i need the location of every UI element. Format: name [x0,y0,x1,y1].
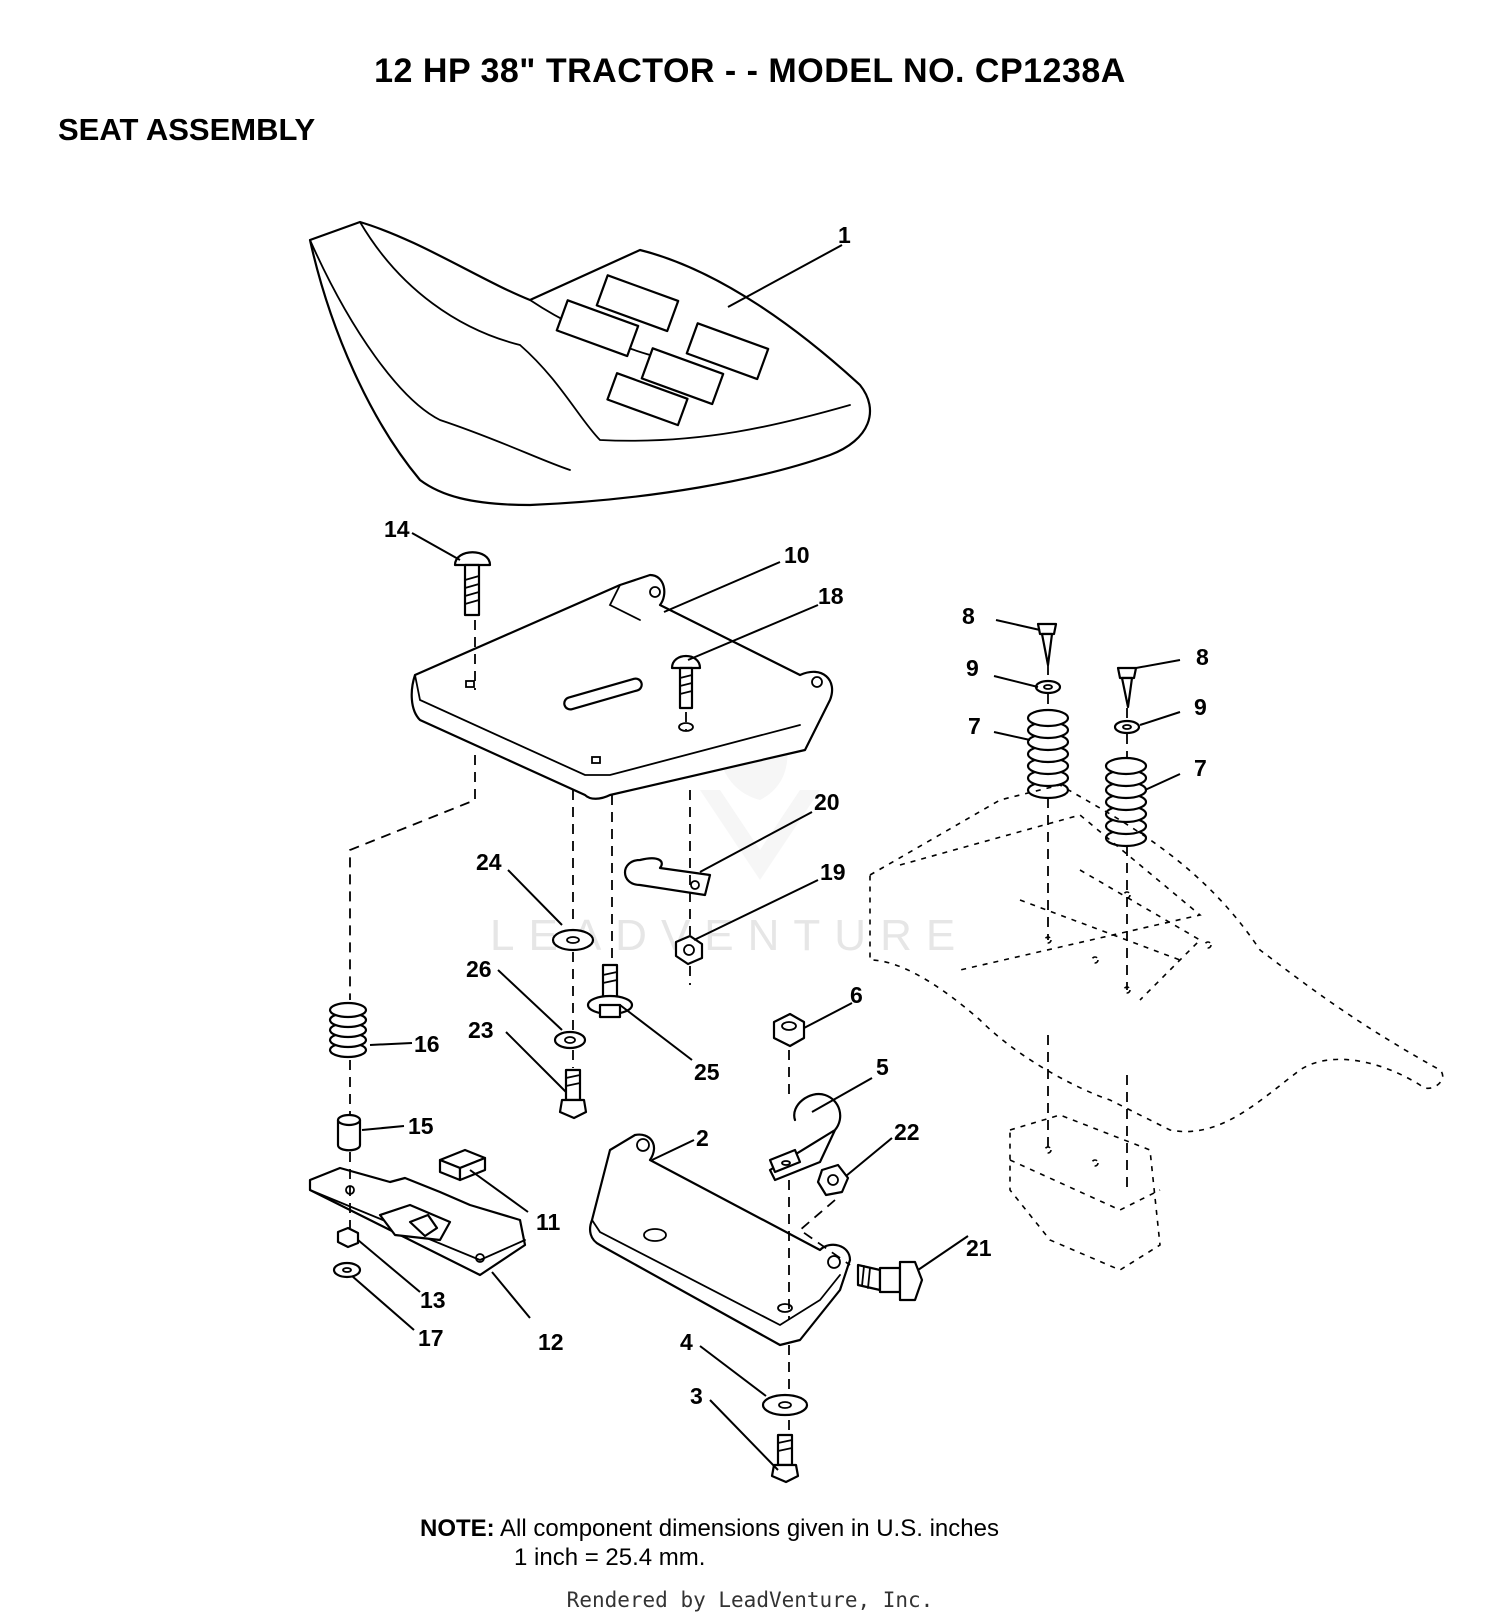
callout-14: 14 [384,516,410,542]
callout-7-right: 7 [1194,755,1207,781]
page-title: 12 HP 38" TRACTOR - - MODEL NO. CP1238A [374,52,1126,90]
callout-1: 1 [838,222,851,248]
part-washer-4 [761,1393,809,1417]
callout-10: 10 [784,542,810,568]
callout-25: 25 [694,1059,720,1085]
callouts: 1 2 3 4 5 6 7 7 8 8 9 9 10 11 12 13 14 1… [384,222,1209,1409]
part-washer-17 [332,1261,362,1279]
callout-26: 26 [466,956,492,982]
callout-9-left: 9 [966,655,979,681]
dimension-note: NOTE: All component dimensions given in … [420,1514,999,1572]
part-bracket-2 [589,1133,852,1347]
part-washer-24 [551,928,595,952]
part-washer-9-left [1034,679,1062,695]
part-nut-19 [674,934,704,966]
part-spring-7-left [1026,708,1070,800]
part-clamp-5 [768,1092,842,1182]
part-shoulder-bolt-21 [856,1260,924,1302]
part-screw-8-left [1036,622,1058,667]
callout-7-left: 7 [968,713,981,739]
leader-lines [351,244,1181,1471]
part-bolt-3 [770,1433,800,1484]
part-block-11 [438,1148,487,1182]
part-nut-6 [772,1012,806,1048]
note-label: NOTE: [420,1515,495,1542]
part-nut-13 [336,1226,360,1249]
callout-13: 13 [420,1287,446,1313]
part-spring-7-right [1104,756,1148,848]
part-seat [308,220,872,507]
part-spring-16 [328,1001,368,1059]
part-nut-22 [816,1163,850,1197]
callout-6: 6 [850,982,863,1008]
callout-16: 16 [414,1031,440,1057]
callout-15: 15 [408,1113,434,1139]
part-spacer-15 [336,1113,362,1152]
part-shoulder-bolt-25 [586,963,634,1019]
callout-21: 21 [966,1235,992,1261]
callout-18: 18 [818,583,844,609]
part-washer-9-right [1113,719,1141,735]
callout-5: 5 [876,1054,889,1080]
part-slide-plate-12 [308,1166,527,1277]
callout-9-right: 9 [1194,694,1207,720]
callout-24: 24 [476,849,502,875]
part-carriage-bolt [453,551,492,617]
callout-23: 23 [468,1017,494,1043]
callout-8-left: 8 [962,603,975,629]
part-bolt-23 [558,1068,588,1120]
footer-credit: Rendered by LeadVenture, Inc. [566,1588,934,1612]
part-screw-18 [670,654,702,710]
callout-12: 12 [538,1329,564,1355]
callout-2: 2 [696,1125,709,1151]
callout-17: 17 [418,1325,444,1351]
part-screw-8-right [1116,666,1138,709]
callout-22: 22 [894,1119,920,1145]
part-seat-pan [410,573,834,800]
fender-reference-outline [869,784,1444,1271]
note-line-1: All component dimensions given in U.S. i… [500,1515,999,1542]
callout-20: 20 [814,789,840,815]
alignment-lines [349,620,1128,1435]
part-lock-washer-26 [553,1030,587,1050]
part-clamp-20 [624,857,712,897]
callout-19: 19 [820,859,846,885]
note-line-2: 1 inch = 25.4 mm. [514,1544,706,1571]
callout-3: 3 [690,1383,703,1409]
callout-11: 11 [536,1209,561,1235]
callout-8-right: 8 [1196,644,1209,670]
callout-4: 4 [680,1329,693,1355]
section-title: SEAT ASSEMBLY [58,112,316,147]
